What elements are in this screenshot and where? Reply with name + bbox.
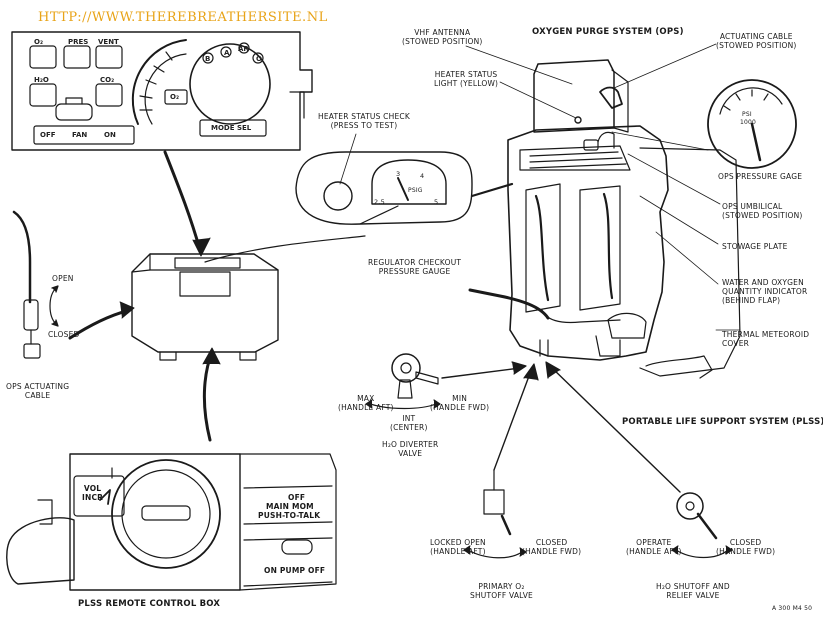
stowage-plate-label: STOWAGE PLATE xyxy=(722,242,788,251)
control-panel-drawing xyxy=(11,31,313,151)
vhf-antenna-label: VHF ANTENNA(STOWED POSITION) xyxy=(402,28,483,46)
actuating-cable-label: ACTUATING CABLE(STOWED POSITION) xyxy=(716,32,797,50)
fan-on-label: ON xyxy=(104,131,116,139)
ops-actuating-cable-drawing xyxy=(12,210,59,359)
reg-tick-3: 3 xyxy=(396,170,401,178)
pres-indicator-label: PRES xyxy=(68,38,89,46)
remote-control-box-drawing xyxy=(6,453,337,591)
int-label: INT(CENTER) xyxy=(390,414,428,432)
o2-indicator-label: O₂ xyxy=(34,38,44,46)
mode-a-label: A xyxy=(224,49,230,57)
plss-backpack-drawing xyxy=(468,59,741,379)
h2o-indicator-label: H₂O xyxy=(34,76,49,84)
ops-umbilical-label: OPS UMBILICAL(STOWED POSITION) xyxy=(722,202,803,220)
source-url: HTTP://WWW.THEREBREATHERSITE.NL xyxy=(38,10,328,25)
ops-gauge-scale: 1000 xyxy=(740,119,757,126)
locked-open-label: LOCKED OPEN(HANDLE AFT) xyxy=(430,538,486,556)
closed-fwd-label: CLOSED(HANDLE FWD) xyxy=(522,538,582,556)
heater-status-check-drawing xyxy=(295,151,514,225)
remote-box-title: PLSS REMOTE CONTROL BOX xyxy=(78,599,221,609)
closed-fwd-2-label: CLOSED(HANDLE FWD) xyxy=(716,538,776,556)
max-label: MAX(HANDLE AFT) xyxy=(338,394,394,412)
h2o-shutoff-valve-drawing xyxy=(545,361,733,559)
operate-label: OPERATE(HANDLE AFT) xyxy=(626,538,682,556)
push-to-talk-label: PUSH-TO-TALK xyxy=(258,511,321,520)
mode-ar-label: AR xyxy=(238,45,249,53)
ops-title: OXYGEN PURGE SYSTEM (OPS) xyxy=(532,27,684,37)
remote-controller-drawing xyxy=(131,235,366,361)
reg-unit: PSIG xyxy=(408,187,423,194)
primary-o2-valve-drawing xyxy=(463,363,539,559)
switch-off-label: OFF xyxy=(288,493,306,502)
callout-lines xyxy=(339,43,741,331)
reg-tick-5: 5 xyxy=(434,198,439,206)
heater-status-check-label: HEATER STATUS CHECK(PRESS TO TEST) xyxy=(318,112,410,130)
ops-gauge-unit: PSI xyxy=(742,111,752,118)
closed-label: CLOSED xyxy=(48,330,80,339)
mode-sel-label: MODE SEL xyxy=(211,124,252,132)
on-pump-off-label: ON PUMP OFF xyxy=(264,566,326,575)
plss-title: PORTABLE LIFE SUPPORT SYSTEM (PLSS) xyxy=(622,417,823,427)
ops-pressure-gage-label: OPS PRESSURE GAGE xyxy=(718,172,803,181)
o2-gauge-label: O₂ xyxy=(170,93,180,101)
vent-indicator-label: VENT xyxy=(98,38,119,46)
fan-off-label: OFF xyxy=(40,131,56,139)
reg-tick-4: 4 xyxy=(420,172,425,180)
mode-o-label: O xyxy=(256,55,262,63)
h2o-diverter-valve-drawing xyxy=(365,353,527,410)
figure-id: A 300 M4 50 xyxy=(772,605,813,612)
main-mom-label: MAIN MOM xyxy=(266,502,314,511)
open-label: OPEN xyxy=(52,274,74,283)
fan-label: FAN xyxy=(72,131,88,139)
co2-indicator-label: CO₂ xyxy=(100,76,115,84)
mode-b-label: B xyxy=(205,55,211,63)
min-label: MIN(HANDLE FWD) xyxy=(430,394,490,412)
ops-pressure-gage-drawing xyxy=(707,79,797,169)
reg-tick-2-5: 2.5 xyxy=(374,198,385,206)
